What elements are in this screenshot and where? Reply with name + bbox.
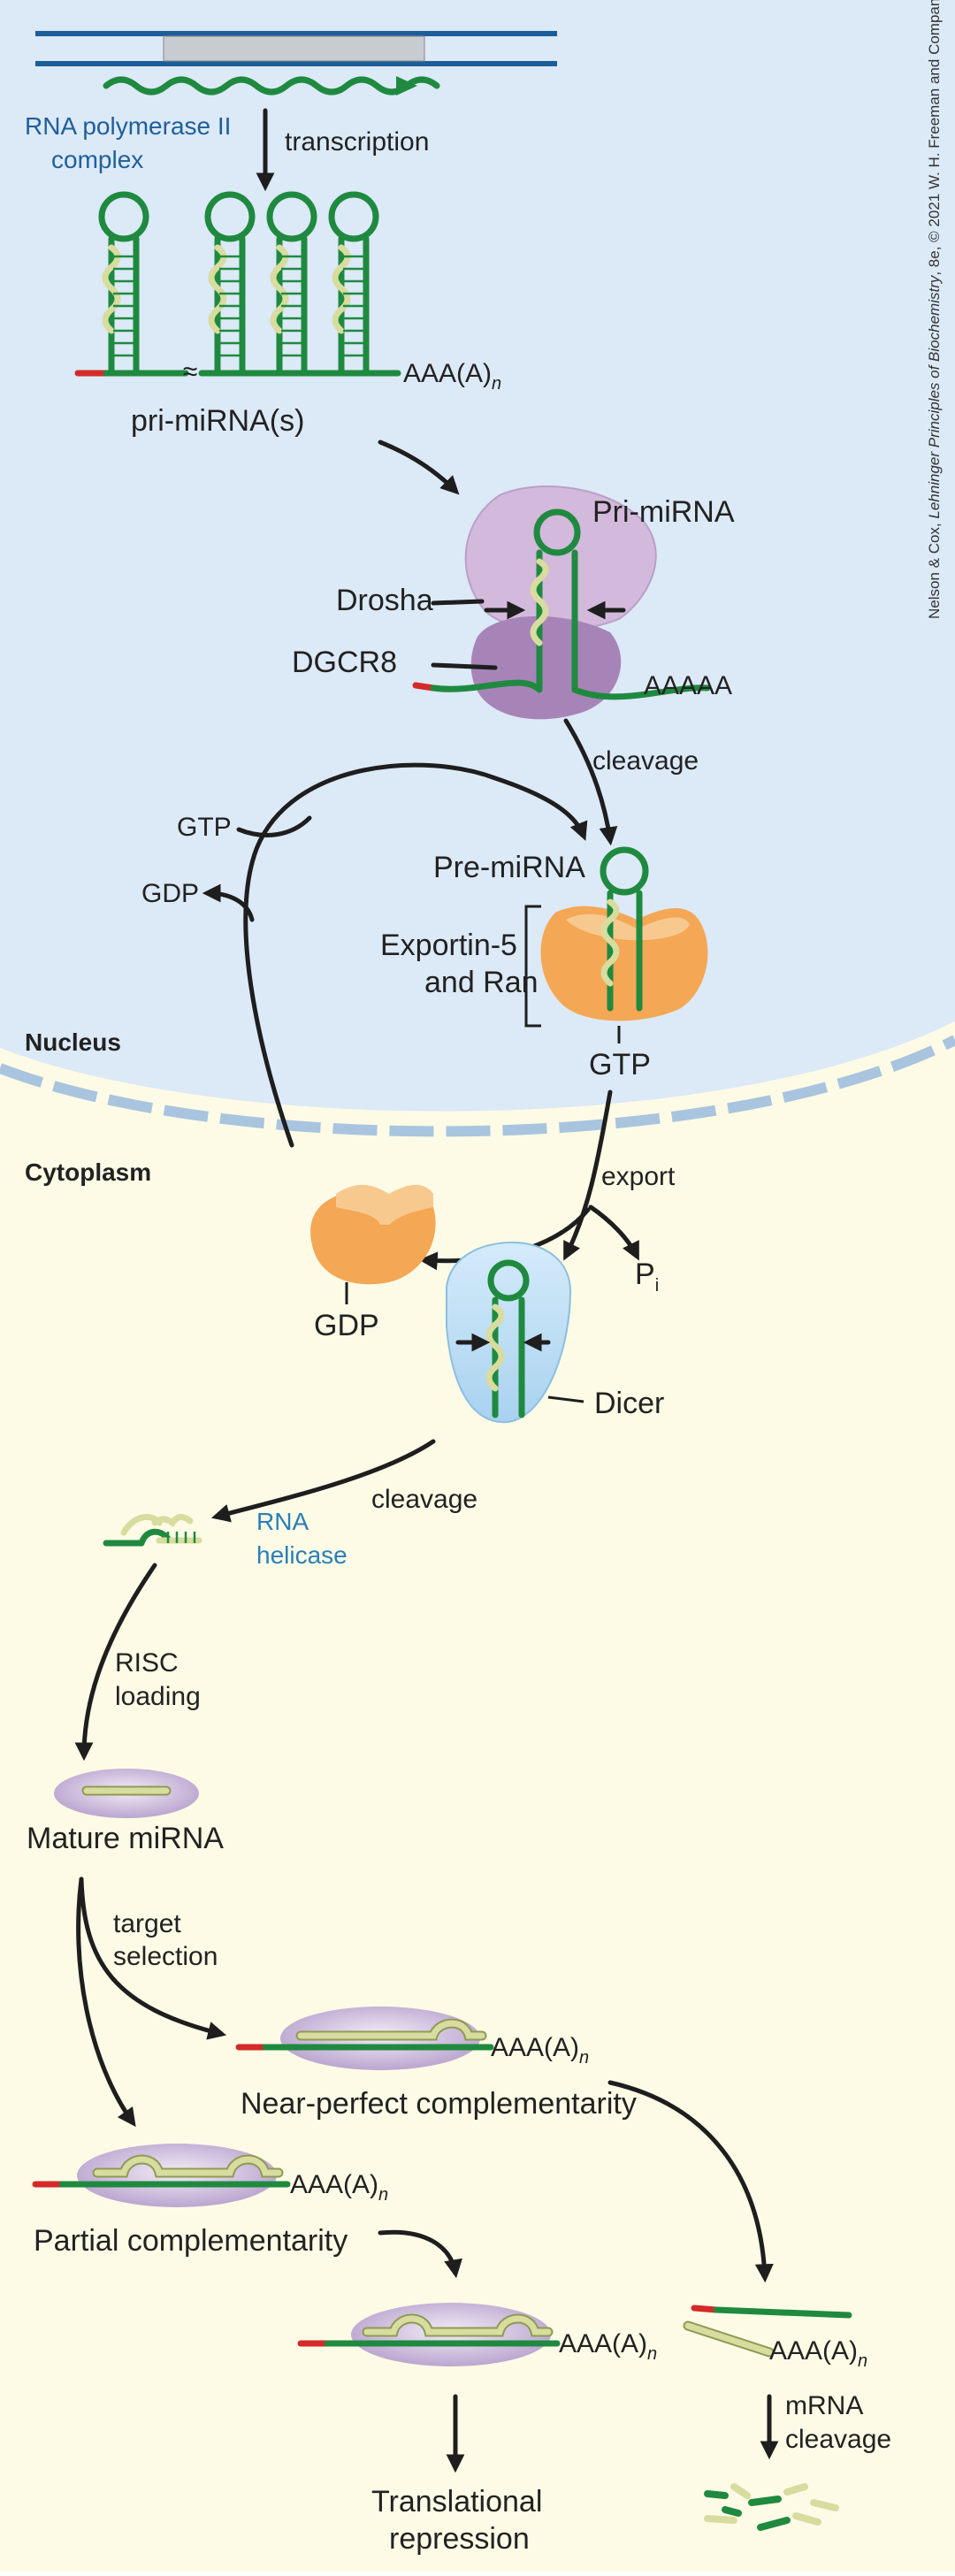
ran-gtp-cycle-arrow [243,762,588,1148]
pi-label: Pi [635,1257,659,1296]
nascent-transcript [103,76,440,96]
mrna-cleavage-label-2: cleavage [785,2425,891,2454]
partial-label: Partial complementarity [34,2224,348,2258]
poly-a-tail-5: AAA(A)n [769,2336,867,2371]
risc-loading-label-2: loading [115,1682,201,1711]
transcription-label: transcription [285,127,429,157]
cleavage-label-1: cleavage [592,746,699,776]
poly-a-tail-1: AAA(A)n [403,359,501,394]
poly-a-tail-3: AAA(A)n [290,2170,388,2205]
risc-loading-label-1: RISC [115,1648,179,1678]
pi-release-arrow [588,1204,639,1261]
pri-mirna-transcripts: ≈ AAA(A)n [74,191,501,394]
exportin-5-top [566,913,690,941]
gene-segment [163,35,425,62]
dicer-label: Dicer [594,1387,664,1420]
microprocessor-complex [412,485,711,720]
gtp-label-1: GTP [177,813,232,842]
mrna-fragment [704,2515,737,2524]
mrna-fragment [792,2512,821,2526]
dicer-complex [446,1241,572,1424]
poly-a-tail-2: AAA(A)n [491,2033,589,2068]
dna-template [35,31,557,66]
target-selection-label-1: target [113,1909,181,1938]
aaaaa-label: AAAAA [644,671,732,700]
mrna-fragment [810,2499,839,2511]
export-arrow [563,1089,613,1261]
exportin-label-2: and Ran [424,966,539,999]
mirna-duplex [103,1513,202,1547]
risc-loading-arrow [74,1563,157,1762]
nuclear-membrane [0,1035,955,1137]
free-exportin-complex [310,1184,436,1285]
mrna-fragment [722,2506,742,2517]
cytoplasm-label: Cytoplasm [25,1158,151,1186]
pri-mirna-hairpin [204,191,256,377]
mrna-fragment [757,2517,791,2531]
gdp-release-arrow [202,883,255,922]
rna-polymerase-label-2: complex [51,146,143,173]
mrna-cleavage-label-1: mRNA [785,2391,863,2420]
nucleus-label: Nucleus [25,1028,121,1056]
rna-polymerase-label: RNA polymerase II [25,112,231,140]
mrna-fragment [730,2483,751,2499]
target-selection-label-2: selection [113,1942,218,1971]
pri-mirna-label: Pri-miRNA [592,495,735,529]
near-perfect-to-cleavage-arrow [607,2080,774,2283]
mrna-fragment [783,2483,808,2496]
dicer-cleavage-arrow [210,1439,436,1523]
near-perfect-complex [235,2007,494,2070]
poly-a-tail-4: AAA(A)n [559,2329,657,2364]
exportin-label-1: Exportin-5 [380,929,517,962]
pri-mirna-hairpin [328,191,379,377]
export-label: export [601,1162,676,1191]
risc-mature-mirna [54,1769,199,1818]
partial-to-repression-arrow [378,2229,462,2279]
rna-helicase-label-2: helicase [256,1541,348,1569]
repression-complex [297,2303,561,2366]
drosha-protein [464,485,657,632]
cleaved-mrna [683,2305,852,2358]
near-perfect-label: Near-perfect complementarity [241,2087,637,2121]
svg-text:≈: ≈ [183,357,197,386]
pri-mirna-hairpin [98,191,149,377]
gdp-label-1: GDP [141,879,199,908]
cleavage-arrow [563,718,618,846]
gtp-label-2: GTP [589,1048,651,1082]
near-perfect-branch-arrow [79,1877,227,2040]
dgcr8-label: DGCR8 [292,646,397,679]
pre-mirna-exportin-complex [540,846,708,1021]
dicer-protein [446,1241,572,1424]
partial-branch-arrow [76,1877,136,2128]
transcript-arrowhead [396,76,417,96]
pri-mirnas-label: pri-miRNA(s) [131,404,304,438]
gdp-label-2: GDP [314,1309,379,1342]
mrna-fragments [704,2483,839,2531]
mrna-fragment [748,2496,782,2506]
translational-repression-label-2: repression [389,2522,530,2556]
mature-mirna-label: Mature miRNA [27,1822,224,1855]
pri-mirna-hairpin [266,191,317,377]
credit-line: Nelson & Cox, Lehninger Principles of Bi… [926,0,943,619]
partial-complex [32,2144,291,2207]
rna-helicase-label-1: RNA [256,1508,309,1535]
translational-repression-label-1: Translational [371,2485,542,2519]
cleavage-label-2: cleavage [371,1485,478,1514]
drosha-label: Drosha [336,584,433,617]
arrow-to-drosha [378,440,460,495]
mrna-fragment [704,2490,729,2499]
pre-mirna-label: Pre-miRNA [433,851,585,884]
